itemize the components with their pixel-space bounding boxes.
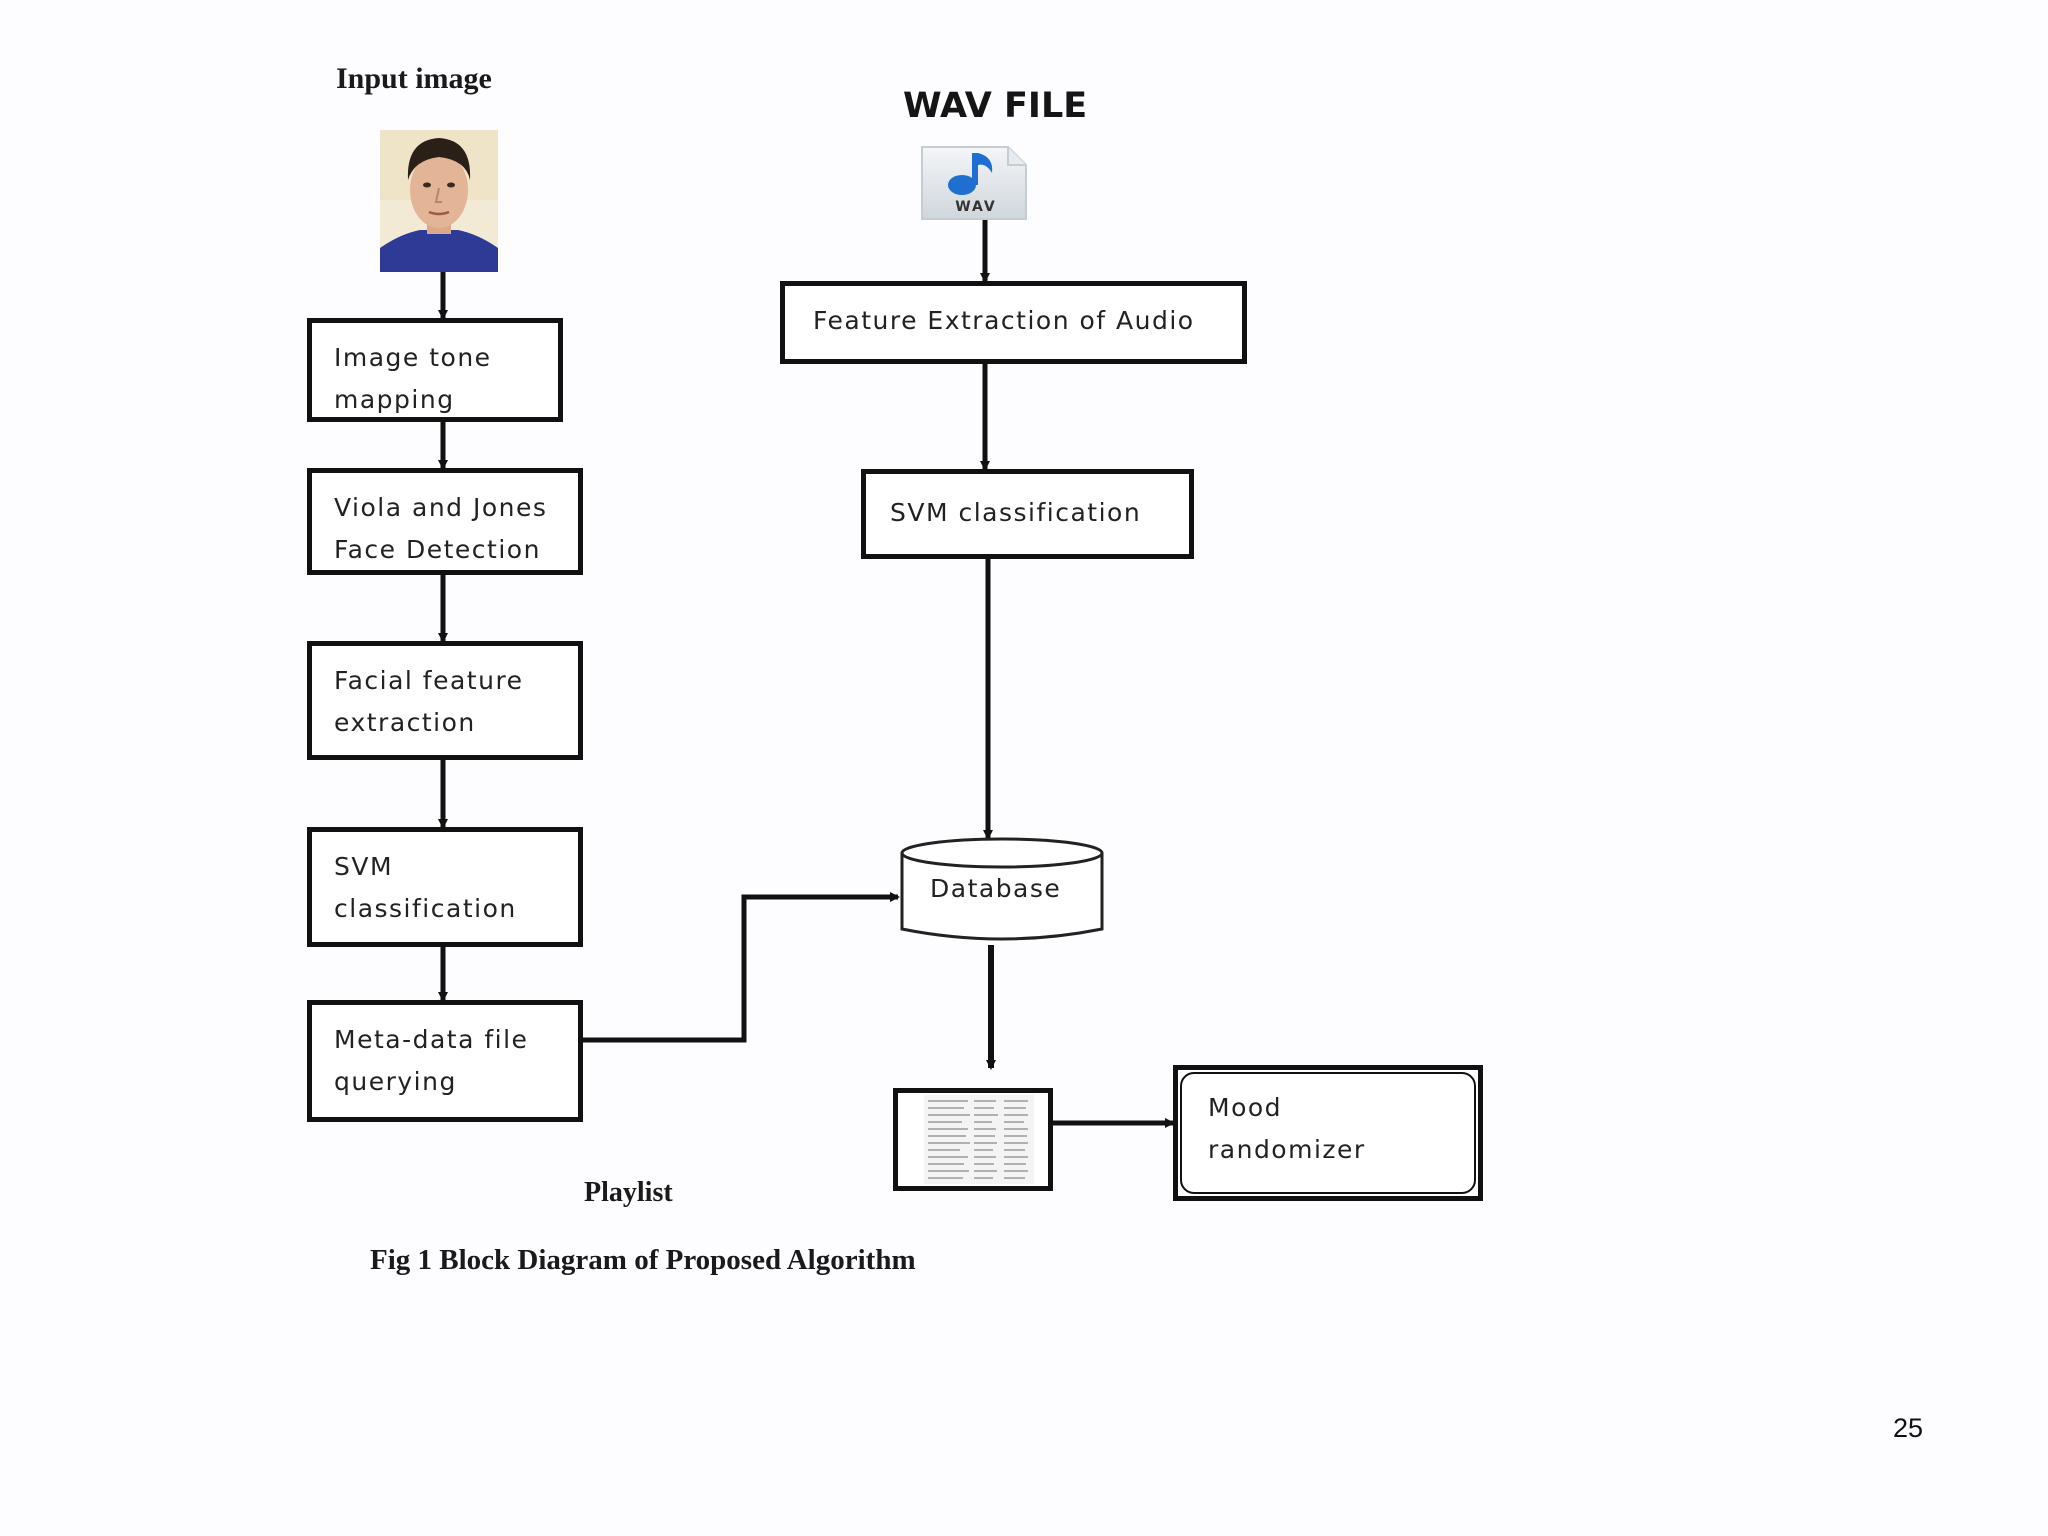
playlist-list-graphic — [924, 1095, 1034, 1184]
svm-classification-right-box: SVM classification — [861, 469, 1194, 559]
feature-extraction-audio-label: Feature Extraction of Audio — [813, 306, 1195, 335]
playlist-label: Playlist — [584, 1177, 673, 1208]
figure-caption: Fig 1 Block Diagram of Proposed Algorith… — [370, 1244, 916, 1276]
wav-file-icon: WAV — [921, 146, 1027, 220]
viola-jones-box: Viola and Jones Face Detection — [307, 468, 583, 575]
wav-file-title: WAV FILE — [903, 86, 1088, 126]
image-tone-mapping-label: Image tone mapping — [334, 343, 492, 414]
metadata-querying-label: Meta-data file querying — [334, 1025, 529, 1096]
input-image-label: Input image — [336, 62, 492, 95]
image-tone-mapping-box: Image tone mapping — [307, 318, 563, 422]
database-cylinder — [900, 837, 1104, 941]
mood-randomizer-label: Mood randomizer — [1208, 1093, 1366, 1164]
face-photo — [380, 130, 498, 272]
facial-feature-box: Facial feature extraction — [307, 641, 583, 760]
viola-jones-label: Viola and Jones Face Detection — [334, 493, 548, 564]
playlist-thumbnail — [893, 1088, 1053, 1191]
mood-randomizer-box: Mood randomizer — [1173, 1065, 1483, 1201]
page-number: 25 — [1893, 1413, 1924, 1443]
mood-randomizer-inner-frame — [1180, 1072, 1476, 1194]
wav-icon-text: WAV — [955, 199, 997, 215]
facial-feature-label: Facial feature extraction — [334, 666, 524, 737]
feature-extraction-audio-box: Feature Extraction of Audio — [780, 281, 1247, 364]
svm-classification-left-label: SVM classification — [334, 852, 517, 923]
svm-classification-left-box: SVM classification — [307, 827, 583, 947]
metadata-querying-box: Meta-data file querying — [307, 1000, 583, 1122]
svm-classification-right-label: SVM classification — [890, 498, 1142, 527]
database-label: Database — [930, 874, 1062, 903]
arrow-meta-to-database — [582, 892, 900, 1043]
